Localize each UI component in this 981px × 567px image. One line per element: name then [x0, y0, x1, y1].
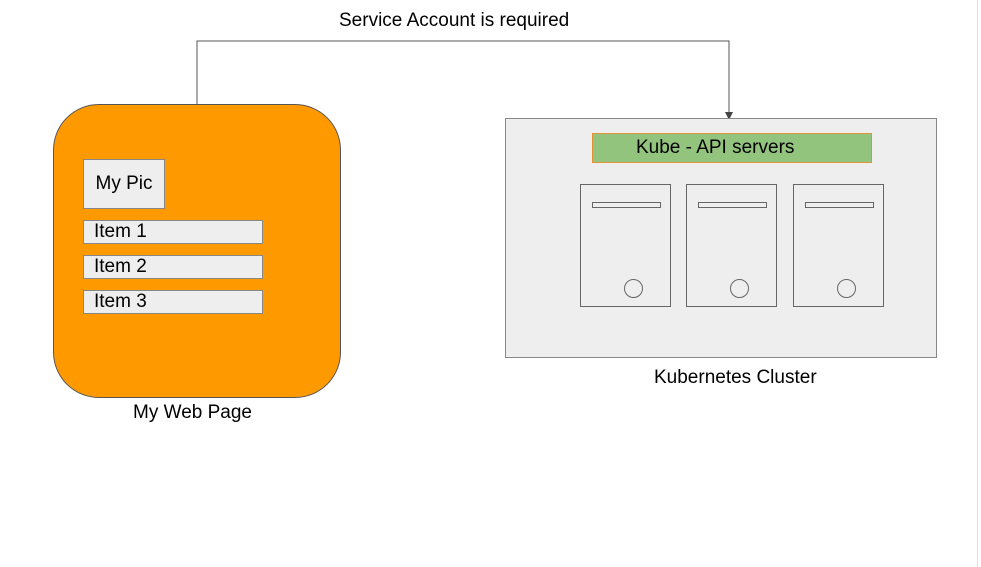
server-node	[793, 184, 884, 307]
server-drive-slot	[698, 202, 767, 208]
list-item: Item 3	[83, 290, 263, 314]
list-item: Item 1	[83, 220, 263, 244]
web-page-caption: My Web Page	[133, 402, 252, 423]
server-node	[580, 184, 671, 307]
server-status-light	[624, 279, 643, 298]
server-status-light	[730, 279, 749, 298]
my-pic-box: My Pic	[83, 159, 165, 209]
web-page-box: My Pic Item 1 Item 2 Item 3	[53, 104, 341, 398]
cluster-caption: Kubernetes Cluster	[654, 367, 817, 388]
connector-line	[196, 40, 730, 112]
page-edge-divider	[977, 0, 978, 567]
my-pic-label: My Pic	[95, 173, 153, 194]
server-drive-slot	[592, 202, 661, 208]
server-status-light	[837, 279, 856, 298]
connector-label: Service Account is required	[339, 10, 570, 31]
connector-arrowhead	[725, 112, 733, 120]
list-item: Item 2	[83, 255, 263, 279]
kube-api-servers-bar: Kube - API servers	[592, 133, 872, 163]
kubernetes-cluster-box: Kube - API servers	[505, 118, 937, 358]
server-drive-slot	[805, 202, 874, 208]
server-node	[686, 184, 777, 307]
